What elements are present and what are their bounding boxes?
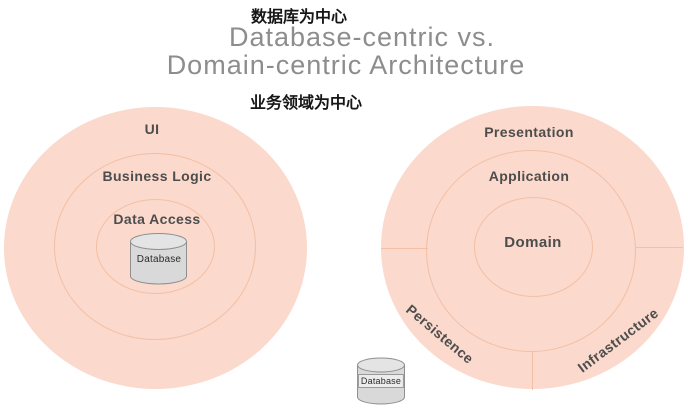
chinese-caption-database-centric: 数据库为中心 bbox=[250, 7, 348, 26]
page-title-line1: Database-centric vs. bbox=[228, 22, 496, 52]
right-ring-divider-bottom bbox=[532, 352, 533, 390]
database-icon bbox=[130, 233, 187, 285]
right-layer-label-application: Application bbox=[488, 168, 570, 184]
page-title-line2: Domain-centric Architecture bbox=[166, 50, 526, 80]
right-layer-label-domain: Domain bbox=[504, 234, 562, 251]
right-ring-divider-right bbox=[636, 247, 683, 248]
left-layer-label-business-logic: Business Logic bbox=[102, 168, 212, 184]
left-middle-circle-business-logic bbox=[54, 153, 256, 340]
left-layer-label-ui: UI bbox=[144, 121, 160, 137]
right-database-label: Database bbox=[357, 374, 405, 388]
chinese-caption-domain-centric: 业务领域为中心 bbox=[249, 93, 363, 112]
right-middle-circle-application bbox=[426, 150, 636, 352]
right-layer-label-presentation: Presentation bbox=[484, 124, 574, 140]
left-layer-label-data-access: Data Access bbox=[113, 211, 201, 227]
left-inner-circle-data-access bbox=[96, 199, 215, 294]
left-database-label: Database bbox=[136, 254, 182, 265]
right-inner-circle-domain bbox=[474, 197, 593, 297]
right-ring-divider-left bbox=[381, 248, 428, 249]
